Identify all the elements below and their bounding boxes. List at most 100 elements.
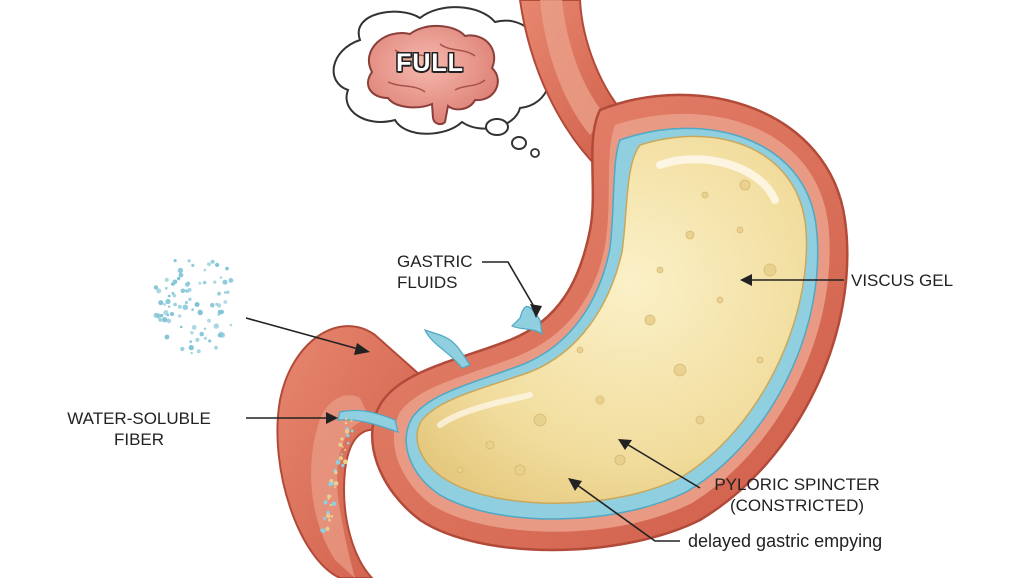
fiber-particle: [177, 304, 182, 309]
fiber-particle: [167, 294, 171, 298]
fiber-dot: [330, 515, 334, 518]
leader-lines: [245, 261, 844, 542]
fiber-dot: [350, 429, 354, 433]
viscous-gel: [416, 135, 808, 504]
fiber-dot: [326, 510, 330, 515]
fiber-particle: [163, 310, 169, 316]
fiber-particle: [164, 277, 169, 282]
fiber-particle: [172, 293, 177, 298]
fiber-particle: [158, 300, 164, 306]
fiber-particle: [199, 331, 204, 337]
fiber-particle: [195, 337, 200, 342]
fiber-particle: [190, 351, 193, 355]
fiber-particles-icon: [153, 259, 234, 355]
pyloric-sphincter-label: PYLORIC SPINCTER (CONSTRICTED): [702, 474, 892, 516]
fiber-dot: [345, 411, 350, 416]
fiber-particle: [176, 276, 181, 281]
pyloric-sphincter-line-2: (CONSTRICTED): [729, 496, 865, 515]
fiber-dot: [329, 503, 332, 507]
fiber-particle: [203, 268, 207, 272]
fiber-particle: [157, 315, 161, 319]
fiber-dot: [323, 517, 327, 520]
fiber-particle: [185, 289, 188, 293]
fiber-dot: [331, 501, 337, 507]
fiber-particle: [188, 297, 192, 301]
fiber-particle: [207, 318, 211, 323]
fiber-particle: [214, 345, 218, 350]
fiber-dot: [326, 513, 331, 518]
water-soluble-fiber-label: WATER-SOLUBLE FIBER: [44, 408, 234, 450]
fiber-dot: [333, 481, 339, 486]
fiber-dot: [340, 453, 343, 456]
fiber-particle: [179, 325, 183, 329]
fiber-particle: [203, 327, 207, 330]
fiber-particle: [217, 310, 222, 314]
fiber-dot: [341, 463, 345, 468]
fiber-particle: [228, 278, 234, 283]
fiber-particle: [191, 325, 197, 330]
fiber-particle: [219, 276, 223, 279]
water-soluble-fiber-line-1: WATER-SOLUBLE: [67, 409, 211, 428]
fiber-particle: [170, 282, 174, 286]
fiber-particle: [191, 263, 195, 267]
fiber-particle: [208, 339, 212, 343]
fiber-particle: [184, 300, 188, 305]
fiber-particle: [196, 349, 201, 354]
fiber-particle: [210, 259, 215, 264]
fiber-particle: [190, 331, 194, 335]
fiber-particle: [223, 300, 228, 304]
fiber-particle: [164, 334, 170, 340]
arrowheads: [326, 274, 752, 491]
brain-icon: [367, 24, 499, 126]
fiber-particle: [223, 291, 227, 294]
duodenum: [276, 325, 422, 578]
delayed-emptying-label: delayed gastric empying: [688, 531, 883, 551]
fiber-particle: [165, 298, 171, 305]
fiber-particle: [180, 346, 185, 352]
fiber-dot: [321, 528, 326, 533]
fiber-particle: [217, 291, 221, 296]
fiber-particle: [182, 304, 189, 311]
fiber-dot: [325, 526, 330, 532]
fiber-dot: [344, 421, 348, 425]
fiber-dot: [344, 429, 350, 434]
fiber-particle: [191, 308, 194, 311]
fiber-particle: [162, 317, 168, 323]
fiber-dot: [340, 437, 344, 441]
fiber-dot: [333, 486, 336, 488]
fiber-dot: [329, 479, 334, 483]
fiber-particle: [189, 340, 193, 343]
viscus-gel-label: VISCUS GEL: [851, 271, 954, 290]
fiber-particle: [217, 333, 222, 338]
fiber-dot: [346, 433, 350, 438]
fiber-particle: [187, 259, 191, 263]
fiber-particle: [194, 302, 200, 307]
fiber-particle: [202, 280, 207, 285]
fiber-particle: [198, 281, 202, 285]
fiber-particle: [173, 259, 177, 263]
fiber-dot: [335, 459, 341, 465]
fiber-dot: [345, 417, 348, 421]
fiber-particle: [168, 305, 171, 308]
fiber-particle: [180, 288, 186, 294]
fiber-particle: [169, 311, 175, 317]
fiber-particle: [166, 318, 172, 324]
fiber-particle: [188, 345, 194, 351]
fiber-particle: [158, 318, 163, 322]
fiber-particle: [177, 314, 182, 318]
fiber-particle: [203, 336, 208, 340]
water-soluble-fiber-line-2: FIBER: [113, 430, 165, 449]
fiber-particle: [198, 309, 202, 313]
gastric-fluids-line-1: GASTRIC: [397, 252, 473, 271]
fiber-particle: [171, 291, 175, 295]
fiber-particle: [210, 302, 215, 308]
fiber-particle: [215, 302, 219, 306]
fiber-dot: [334, 470, 338, 475]
fiber-particle: [153, 285, 159, 290]
fiber-particle: [173, 302, 177, 307]
fiber-particle: [178, 272, 184, 278]
fiber-dot: [328, 482, 333, 487]
fiber-dot: [344, 448, 347, 451]
fiber-particle: [156, 288, 162, 294]
fiber-particle: [213, 280, 217, 284]
